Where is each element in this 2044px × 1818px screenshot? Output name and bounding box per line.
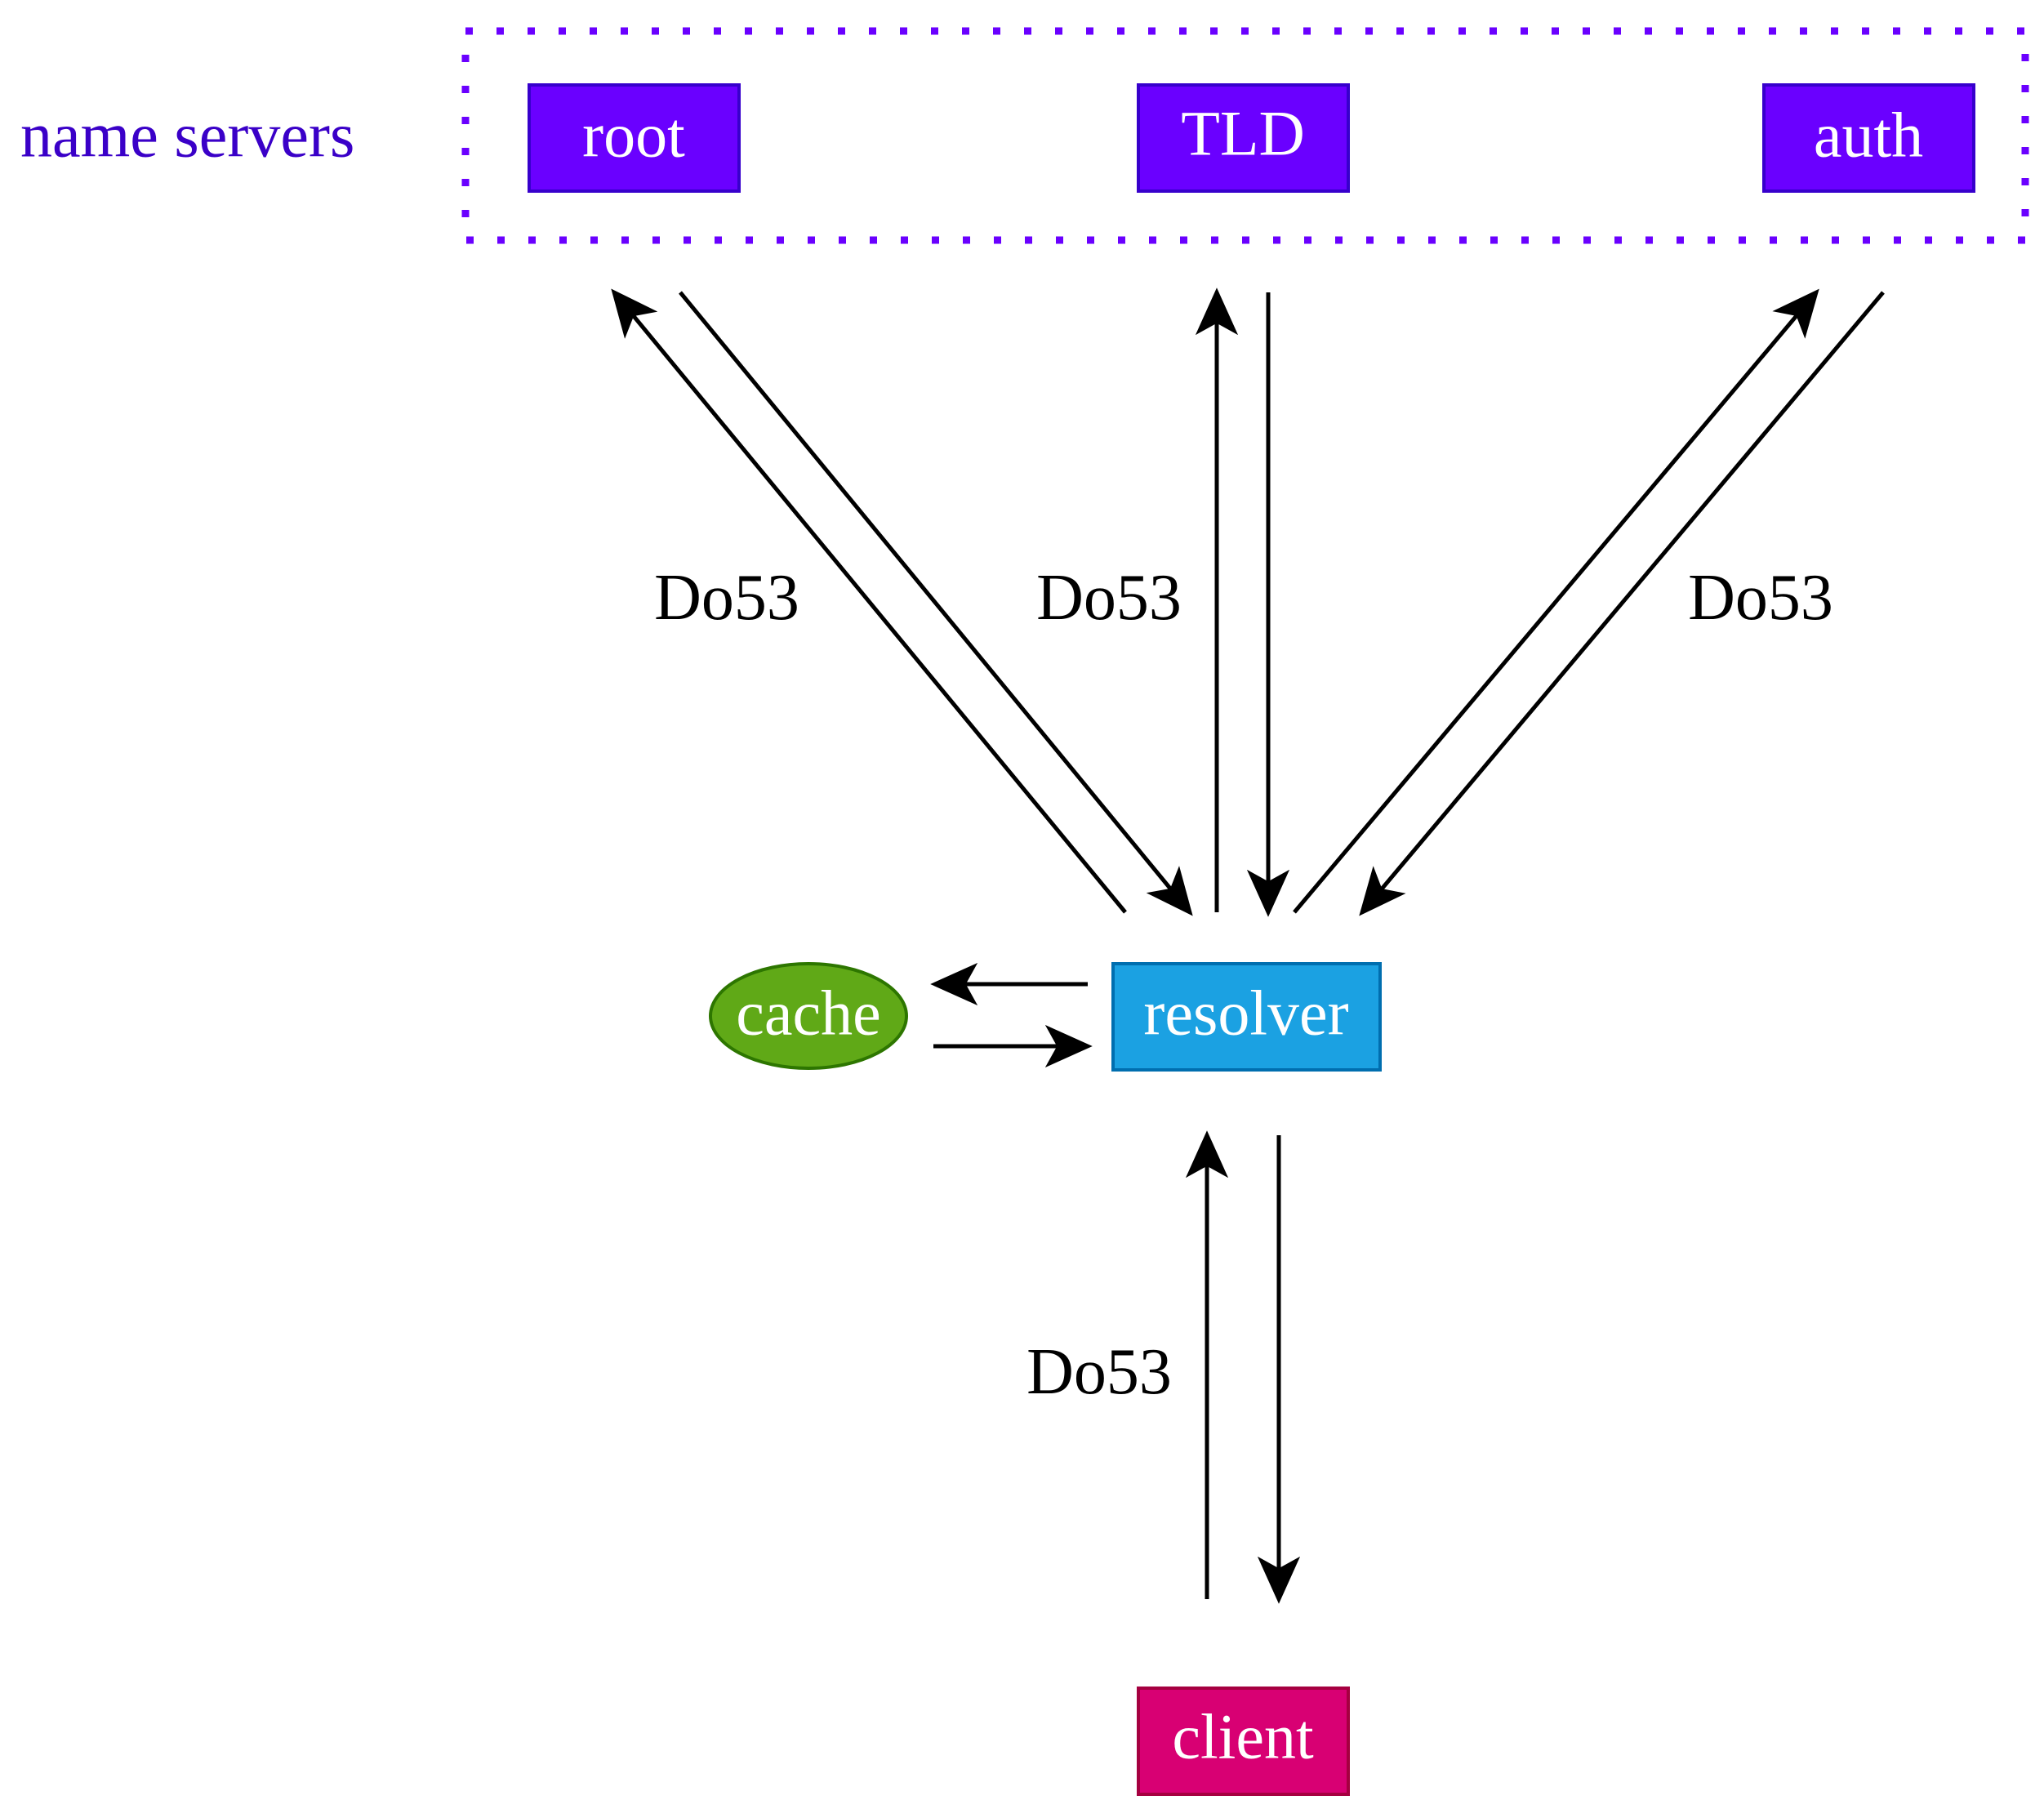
client-node-label: client	[1172, 1701, 1314, 1772]
tld-resolver-edge: Do53	[1036, 287, 1290, 917]
root-to-resolver-arrow	[679, 291, 1193, 916]
root-node[interactable]: root	[528, 83, 741, 193]
root-resolver-protocol-label: Do53	[654, 562, 799, 634]
cache-node-label: cache	[736, 978, 880, 1049]
resolver-to-auth-arrow	[1293, 288, 1819, 914]
client-node[interactable]: client	[1137, 1687, 1350, 1796]
tld-node-label: TLD	[1181, 98, 1305, 169]
cache-node[interactable]: cache	[709, 962, 908, 1070]
auth-node-label: auth	[1814, 100, 1923, 171]
tld-resolver-protocol-label: Do53	[1036, 562, 1182, 634]
resolver-cache-edge	[930, 962, 1093, 1068]
auth-resolver-protocol-label: Do53	[1688, 562, 1833, 634]
resolver-to-root-arrow	[611, 288, 1127, 914]
resolver-node[interactable]: resolver	[1111, 962, 1382, 1072]
resolver-node-label: resolver	[1143, 978, 1348, 1049]
name-servers-label: name servers	[20, 100, 354, 171]
resolver-client-protocol-label: Do53	[1026, 1336, 1172, 1408]
name-servers-container	[461, 27, 2029, 244]
root-node-label: root	[582, 100, 685, 171]
root-resolver-edge: Do53	[611, 288, 1193, 916]
auth-to-resolver-arrow	[1359, 291, 1885, 916]
resolver-client-edge: Do53	[1026, 1130, 1301, 1604]
auth-resolver-edge: Do53	[1293, 288, 1885, 916]
auth-node[interactable]: auth	[1762, 83, 1975, 193]
tld-node[interactable]: TLD	[1137, 83, 1350, 193]
name-servers-group: name servers	[20, 27, 2029, 244]
